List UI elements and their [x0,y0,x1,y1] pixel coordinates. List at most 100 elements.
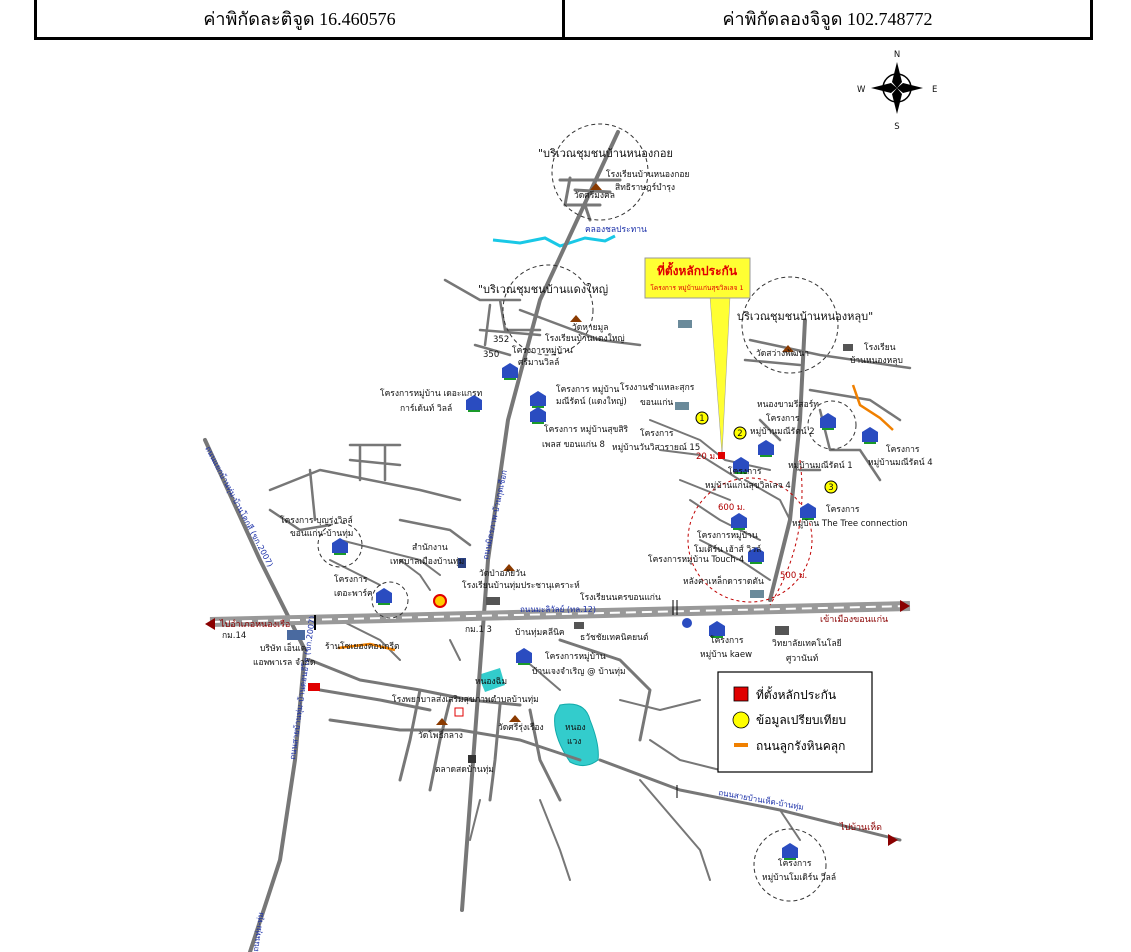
temple-icons [287,183,853,763]
compass-rose: N S E W [857,50,937,132]
laterite-road [851,384,894,431]
house-icon [733,457,749,474]
label-proj-sukhsiri-a: โครงการ หมู่บ้านสุขสิริ [544,424,629,435]
label-proj-kaensuk-b: หมู่บ้านแก่นสุขวิลเลจ 4 [705,480,791,491]
canal-label: คลองชลประทาน [585,225,647,235]
label-wat-ruang: วัดศรีรุ่งเรือง [498,722,544,733]
label-proj-maneerat4-a: โครงการ [886,444,920,455]
canal [492,234,616,248]
label-school-nonglup-b: บ้านหนองหลุบ [850,355,903,366]
arrow-left-nongruea: ไปอำเภอหนองเรือ [205,618,290,630]
hwy12-label: ถนนมะลิวัลย์ (ทล.12) [520,604,596,614]
comparison-point-3: 3 [824,480,838,494]
label-proj-boonsri-b: ขอนแก่น-บ้านทุ่ม [290,528,353,539]
honda-icon [308,683,320,691]
house-icon [332,538,348,555]
callout-title: ที่ตั้งหลักประกัน [657,261,738,278]
label-college-a: วิทยาลัยเทคโนโลยี [772,638,842,649]
label-proj-kaew-b: หมู่บ้าน kaew [700,649,752,660]
label-km14: กม.14 [222,631,246,641]
compass-north-label: N [894,50,900,60]
label-proj-tree-a: โครงการ [826,504,860,515]
label-eng-co-a: บริษัท เอ็นเค [260,642,306,654]
label-wat-pho: วัดโพธิ์กลาง [418,729,463,741]
ring-600m [687,477,813,603]
label-proj-sriman-a: โครงการหมู่บ้าน [512,345,573,356]
label-school-daeng: โรงเรียนบ้านแดงใหญ่ [545,333,625,344]
school-icon [574,622,584,629]
label-proj-tree-b: หมู่บ้าน The Tree connection [792,518,908,529]
label-proj-thung-a: โครงการหมู่บ้าน [545,651,606,662]
label-wat-nonglup: วัดสว่างพัฒนา [756,349,809,359]
label-eng-co-b: แอพพาเรล จำกัด [253,658,315,668]
legend: ที่ตั้งหลักประกัน ข้อมูลเปรียบเทียบ ถนนล… [717,671,873,773]
lake-nongwaeng [554,703,599,766]
label-proj-maneerat1: หมู่บ้านมณีรัตน์ 1 [788,460,853,471]
label-sitthi: สิทธิราษฎร์บำรุง [615,182,675,193]
label-proj-touch: โครงการหมู่บ้าน Touch-4 [648,554,744,565]
longitude-cell: ค่าพิกัดลองจิจูด 102.748772 [562,0,1093,40]
collateral-callout: ที่ตั้งหลักประกัน โครงการ หมู่บ้านแก่นสุ… [644,257,751,459]
label-wat-pa: วัดป่าอภัยวัน [479,569,526,579]
label-route-350: 350 [483,350,499,360]
label-proj-modern-a: โครงการหมู่บ้าน [697,530,758,541]
ring-500m [769,459,803,606]
house-icon [800,503,816,520]
label-proj-modern-ville-a: โครงการ [778,858,812,869]
point1-label: 1 [699,414,704,424]
factory-icon [678,320,692,328]
ring-nong-lup [741,276,839,374]
label-hospital: โรงพยาบาลส่งเสริมสุขภาพตำบลบ้านทุ่ม [392,694,539,705]
shell-icon [433,594,447,608]
label-proj-terrace-b: เดอะพาร์ค [334,588,373,599]
label-pond-nongchim: หนองฉิม [475,677,507,687]
label-proj-wanwisa-b: หมู่บ้านวันวิสารายณ์ 15 [612,442,700,453]
dist-600-label: 600 ม. [718,503,745,513]
label-lake-b: แวง [567,737,581,747]
ring-modern-ville [753,828,827,902]
label-proj-sukhsiri-b: เพลส ขอนแก่น 8 [542,440,605,450]
comparison-point-2: 2 [733,426,747,440]
label-school-pracha: โรงเรียนบ้านทุ่มประชานุเคราะห์ [462,580,580,591]
highway-12: ถนนมะลิวัลย์ (ทล.12) [209,601,911,627]
house-icon [820,413,836,430]
label-school-nonglup-a: โรงเรียน [864,342,896,353]
collateral-marker [718,452,725,459]
house-icon [782,843,798,860]
dist-500-label: 500 ม. [780,571,807,581]
road-center-label: ถนนมิตรภาพ-บ้านกุดเชือก [481,469,509,560]
label-wat-daeng: วัดหายมูล [572,323,608,333]
to-khonkaen-label: เข้าเมืองขอนแก่น [820,614,888,625]
road-bottom-label: ถนนทุ่ม-ทุ่ม [251,912,265,952]
label-market: ตลาดสดบ้านทุ่ม [435,764,494,775]
legend-comparison-label: ข้อมูลเปรียบเทียบ [756,713,846,728]
factory-icon [750,590,764,598]
label-school-nakhon: โรงเรียนนครขอนแก่น [580,592,661,603]
label-steel: หลังคาเหล็กดาราดตัน [683,575,764,587]
house-icon [862,427,878,444]
school-icon [775,626,789,635]
label-proj-terrace-a: โครงการ [334,574,368,585]
house-icon [731,513,747,530]
temple-icon [782,345,794,352]
point3-label: 3 [828,483,833,493]
label-proj-kaew-a: โครงการ [710,635,744,646]
latitude-cell: ค่าพิกัดละติจูด 16.460576 [34,0,565,40]
house-icon [758,440,774,457]
temple-icon [590,183,602,190]
office-icon [458,558,466,568]
house-icon [516,648,532,665]
label-school-nong-koi: โรงเรียนบ้านหนองกอย [606,169,689,180]
community-nong-koi-label: "บริเวณชุมชนบ้านหนองกอย [538,147,673,160]
label-proj-wanwisa-a: โครงการ [640,428,674,439]
compass-west-label: W [857,85,866,95]
label-lake-a: หนอง [565,723,586,733]
label-factory-b: ขอนแก่น [640,398,673,408]
gas-station-icon [682,618,692,628]
school-icon [843,344,853,351]
temple-icon [436,718,448,725]
to-baan-het-label: ไปบ้านเห็ด [839,820,882,833]
house-icon [466,395,482,412]
ring-boonsri [317,522,363,568]
point2-label: 2 [737,429,742,439]
